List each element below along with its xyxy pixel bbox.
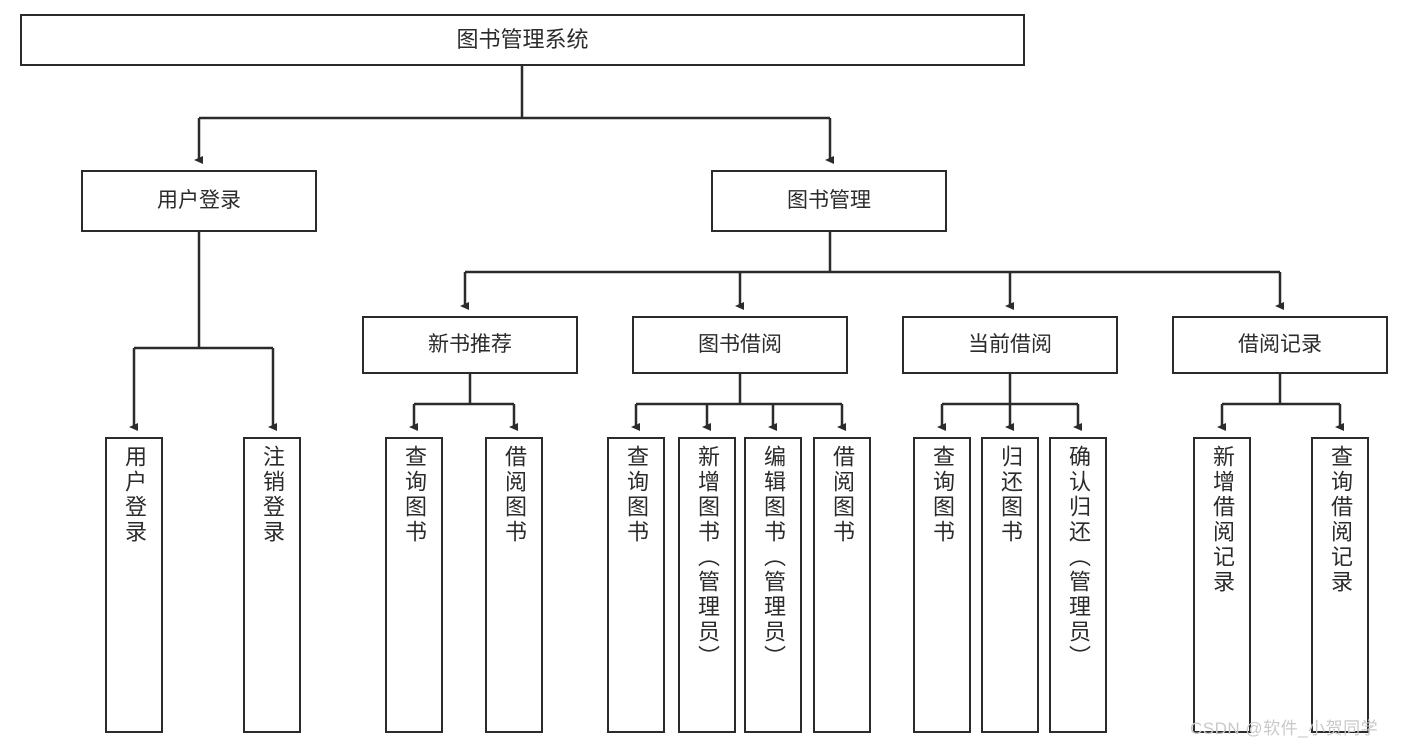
node-label: 查询图书 <box>930 445 955 545</box>
node-label: 用户登录 <box>157 189 241 213</box>
node-label: 借阅记录 <box>1238 333 1322 357</box>
node-label: 借阅图书 <box>830 445 855 545</box>
node-label: 图书管理系统 <box>456 26 589 52</box>
node-label: 新增借阅记录 <box>1210 445 1235 595</box>
leaf-user-login[interactable]: 用户登录 <box>105 437 163 733</box>
leaf-query-book-current[interactable]: 查询图书 <box>913 437 971 733</box>
node-root-system[interactable]: 图书管理系统 <box>20 14 1025 66</box>
leaf-add-book-admin[interactable]: 新增图书（管理员） <box>678 437 736 733</box>
node-label: 图书管理 <box>787 189 871 213</box>
node-new-book-recommend[interactable]: 新书推荐 <box>362 316 578 374</box>
node-label: 用户登录 <box>122 445 147 545</box>
node-current-borrow[interactable]: 当前借阅 <box>902 316 1118 374</box>
node-book-borrow[interactable]: 图书借阅 <box>632 316 848 374</box>
node-label: 查询借阅记录 <box>1328 445 1353 595</box>
node-book-management[interactable]: 图书管理 <box>711 170 947 232</box>
leaf-return-book[interactable]: 归还图书 <box>981 437 1039 733</box>
node-label: 新增图书（管理员） <box>695 445 720 670</box>
node-label: 编辑图书（管理员） <box>761 445 786 670</box>
node-user-login[interactable]: 用户登录 <box>81 170 317 232</box>
leaf-borrow-book-recommend[interactable]: 借阅图书 <box>485 437 543 733</box>
node-label: 归还图书 <box>998 445 1023 545</box>
node-label: 图书借阅 <box>698 333 782 357</box>
leaf-confirm-return-admin[interactable]: 确认归还（管理员） <box>1049 437 1107 733</box>
node-label: 确认归还（管理员） <box>1066 445 1091 670</box>
leaf-query-book-recommend[interactable]: 查询图书 <box>385 437 443 733</box>
node-label: 借阅图书 <box>502 445 527 545</box>
node-label: 注销登录 <box>260 445 285 545</box>
node-label: 查询图书 <box>624 445 649 545</box>
leaf-borrow-book[interactable]: 借阅图书 <box>813 437 871 733</box>
leaf-query-borrow-record[interactable]: 查询借阅记录 <box>1311 437 1369 733</box>
node-label: 查询图书 <box>402 445 427 545</box>
leaf-logout[interactable]: 注销登录 <box>243 437 301 733</box>
leaf-query-book-borrow[interactable]: 查询图书 <box>607 437 665 733</box>
leaf-add-borrow-record[interactable]: 新增借阅记录 <box>1193 437 1251 733</box>
node-borrow-record[interactable]: 借阅记录 <box>1172 316 1388 374</box>
node-label: 新书推荐 <box>428 333 512 357</box>
node-label: 当前借阅 <box>968 333 1052 357</box>
leaf-edit-book-admin[interactable]: 编辑图书（管理员） <box>744 437 802 733</box>
csdn-watermark: CSDN @软件_小贺同学 <box>1190 719 1379 738</box>
